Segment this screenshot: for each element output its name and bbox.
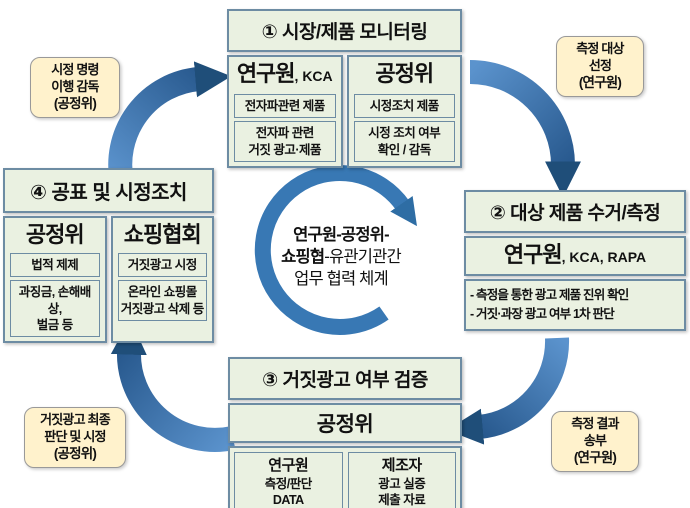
stage-3-false-ad-verification: ③ 거짓광고 여부 검증 공정위 연구원 측정/판단 DATA 제조자 광고 실… (228, 357, 462, 508)
curved-arrow-stage3-to-stage4 (110, 318, 236, 452)
stage-1-col-kca: 연구원, KCA 전자파관련 제품 전자파 관련 거짓 광고·제품 (227, 55, 343, 168)
stage-1-col-ftc: 공정위 시정조치 제품 시정 조치 여부 확인 / 감독 (346, 55, 462, 168)
callout-measurement-result-delivery: 측정 결과 송부 (연구원) (551, 411, 639, 472)
stage-1-ftc-item2: 시정 조치 여부 확인 / 감독 (353, 121, 455, 162)
stage-4-title: ④ 공표 및 시정조치 (3, 168, 214, 213)
stage-2-bullets: - 측정을 통한 광고 제품 진위 확인 - 거짓·과장 광고 여부 1차 판단 (464, 279, 686, 331)
callout-correction-order-supervision: 시정 명령 이행 감독 (공정위) (30, 57, 120, 118)
bullet-line: - 거짓·과장 광고 여부 1차 판단 (470, 306, 615, 321)
stage-3-sub-researcher: 연구원 측정/판단 DATA (234, 452, 343, 508)
curved-arrow-stage2-to-stage3 (446, 337, 570, 445)
curved-arrow-stage4-to-stage1 (108, 61, 232, 185)
stage-2-title: ② 대상 제품 수거/측정 (464, 190, 686, 233)
stage-4-assoc-item1: 거짓광고 시정 (117, 253, 207, 278)
stage-4-assoc-item2: 온라인 쇼핑몰 거짓광고 삭제 등 (117, 280, 207, 321)
stage-2-product-collection: ② 대상 제품 수거/측정 연구원, KCA, RAPA - 측정을 통한 광고… (464, 190, 686, 331)
stage-4-ftc-item1: 법적 제제 (10, 253, 100, 278)
stage-3-title: ③ 거짓광고 여부 검증 (228, 357, 462, 400)
callout-measurement-target-selection: 측정 대상 선정 (연구원) (556, 36, 644, 97)
org-label: 쇼핑협회 (123, 222, 202, 247)
stage-3-sub-manufacturer: 제조자 광고 실증 제출 자료 (347, 452, 456, 508)
stage-4-ftc-item2: 과징금, 손해배상, 벌금 등 (10, 280, 100, 337)
stage-4-col-ftc: 공정위 법적 제제 과징금, 손해배상, 벌금 등 (3, 216, 107, 343)
callout-final-judgment-correction: 거짓광고 최종 판단 및 시정 (공정위) (24, 407, 126, 468)
stage-1-title: ① 시장/제품 모니터링 (227, 9, 462, 52)
stage-1-kca-item2: 전자파 관련 거짓 광고·제품 (234, 121, 336, 162)
stage-3-org: 공정위 (228, 403, 462, 443)
stage-2-org: 연구원, KCA, RAPA (464, 236, 686, 276)
curved-arrow-stage1-to-stage2 (469, 60, 581, 198)
org-label: 연구원, KCA (236, 61, 333, 86)
stage-4-publication-correction: ④ 공표 및 시정조치 공정위 법적 제제 과징금, 손해배상, 벌금 등 쇼핑… (3, 168, 214, 343)
org-label: 공정위 (375, 61, 434, 86)
stage-3-subcards: 연구원 측정/판단 DATA 제조자 광고 실증 제출 자료 (228, 446, 462, 508)
stage-4-col-shopping-assoc: 쇼핑협회 거짓광고 시정 온라인 쇼핑몰 거짓광고 삭제 등 (110, 216, 214, 343)
stage-1-kca-item1: 전자파관련 제품 (234, 94, 336, 119)
center-cooperation-text: 연구원-공정위- 쇼핑협-유관기관간 업무 협력 체계 (281, 226, 402, 288)
org-label: 공정위 (25, 222, 85, 247)
bullet-line: - 측정을 통한 광고 제품 진위 확인 (470, 288, 629, 302)
stage-1-ftc-item1: 시정조치 제품 (353, 94, 455, 119)
stage-1-market-monitoring: ① 시장/제품 모니터링 연구원, KCA 전자파관련 제품 전자파 관련 거짓… (227, 9, 462, 168)
circular-cycle-arrow (254, 164, 418, 335)
